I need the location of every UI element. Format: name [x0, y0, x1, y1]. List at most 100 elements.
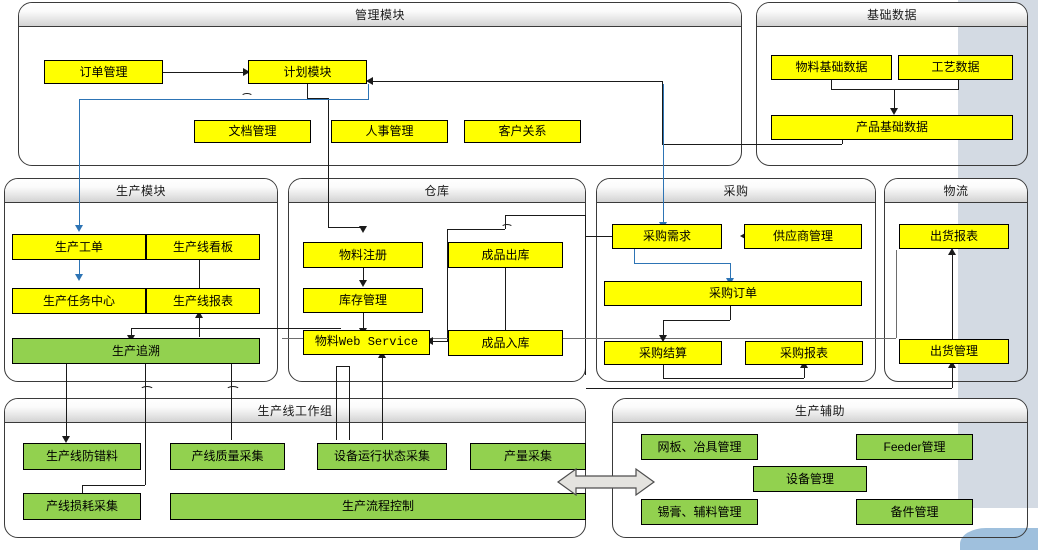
- node-label: 供应商管理: [772, 229, 833, 244]
- node-label: 产量采集: [503, 449, 552, 464]
- node-production-work-order[interactable]: 生产工单: [12, 234, 146, 260]
- node-label: 客户关系: [498, 124, 547, 139]
- connector-demand-to-order-h: [634, 263, 730, 264]
- node-line-quality-collection[interactable]: 产线质量采集: [170, 443, 285, 470]
- node-label: Feeder管理: [883, 439, 946, 454]
- node-material-basic-data[interactable]: 物料基础数据: [771, 55, 892, 80]
- connector-order-to-settle-h: [663, 320, 730, 321]
- node-line-anti-mistake-material[interactable]: 生产线防错料: [23, 443, 141, 470]
- node-purchase-report[interactable]: 采购报表: [745, 341, 863, 365]
- routing-line-gray-1: [282, 338, 896, 339]
- connector-equip-up-v2: [349, 366, 350, 440]
- connector-plan-down: [307, 84, 308, 98]
- node-label: 出货报表: [929, 229, 978, 244]
- connector-plan-to-warehouse-v: [328, 98, 329, 227]
- connector-basic-to-plan-h: [662, 144, 842, 145]
- node-line-loss-collection[interactable]: 产线损耗采集: [23, 493, 141, 520]
- connector-demand-to-order-v: [730, 263, 731, 280]
- connector-material-basic-down: [831, 80, 832, 89]
- node-production-process-control[interactable]: 生产流程控制: [170, 493, 586, 520]
- panel-purchasing-title: 采购: [597, 179, 875, 203]
- arrowhead-register-to-stock: [359, 280, 367, 287]
- node-label: 出货管理: [929, 344, 978, 359]
- panel-management-title: 管理模块: [19, 3, 741, 27]
- connector-equip-up-h: [336, 366, 349, 367]
- node-production-line-report[interactable]: 生产线报表: [146, 288, 260, 314]
- node-label: 采购需求: [642, 229, 691, 244]
- connector-to-antimistake-v: [66, 353, 67, 438]
- connector-plan-blue-h: [79, 99, 369, 100]
- node-solder-paste-auxiliary-management[interactable]: 锡膏、辅料管理: [641, 499, 758, 525]
- node-hr-management[interactable]: 人事管理: [331, 120, 448, 143]
- node-production-task-center[interactable]: 生产任务中心: [12, 288, 146, 314]
- node-product-basic-data[interactable]: 产品基础数据: [771, 115, 1013, 140]
- node-label: 物料基础数据: [795, 60, 868, 75]
- node-output-collection[interactable]: 产量采集: [470, 443, 586, 470]
- connector-antimistake-to-loss-h: [82, 485, 145, 486]
- node-supplier-management[interactable]: 供应商管理: [744, 224, 862, 249]
- node-material-registration[interactable]: 物料注册: [303, 242, 423, 268]
- node-customer-relationship[interactable]: 客户关系: [464, 120, 581, 143]
- connector-demand-down: [634, 249, 635, 263]
- connector-register-to-stock: [363, 256, 364, 282]
- connector-fgoutbound-in-v: [447, 229, 448, 341]
- connector-equip-up-v: [336, 366, 337, 440]
- node-plan-module[interactable]: 计划模块: [248, 60, 367, 84]
- panel-prod-support-title: 生产辅助: [613, 399, 1027, 423]
- node-equipment-status-collection[interactable]: 设备运行状态采集: [317, 443, 447, 470]
- connector-fgoutbound-in-h: [447, 229, 505, 230]
- node-label: 设备管理: [785, 471, 834, 486]
- connector-fgoutbound-loop-v1: [505, 215, 506, 229]
- connector-order-to-plan: [163, 72, 245, 73]
- node-shipping-report[interactable]: 出货报表: [899, 224, 1009, 249]
- node-document-management[interactable]: 文档管理: [194, 120, 311, 143]
- arrowhead-trace-to-linereport: [195, 311, 203, 318]
- arrowhead-basic-to-product: [890, 108, 898, 115]
- node-process-data[interactable]: 工艺数据: [898, 55, 1013, 80]
- node-finished-goods-outbound[interactable]: 成品出库: [448, 242, 563, 268]
- line-hop-1: [241, 93, 253, 100]
- node-label: 采购报表: [779, 345, 828, 360]
- node-spare-parts-management[interactable]: 备件管理: [856, 499, 973, 525]
- node-purchase-demand[interactable]: 采购需求: [612, 224, 722, 249]
- node-shipping-management[interactable]: 出货管理: [899, 339, 1009, 364]
- node-label: 生产任务中心: [42, 293, 115, 308]
- connector-trace-to-linereport: [199, 313, 200, 337]
- connector-into-trace-v: [131, 328, 132, 337]
- node-equipment-management[interactable]: 设备管理: [753, 466, 867, 492]
- node-purchase-order[interactable]: 采购订单: [604, 281, 862, 306]
- arrowhead-supplier-to-demand: [740, 232, 747, 240]
- panel-warehouse-title: 仓库: [289, 179, 585, 203]
- node-material-web-service[interactable]: 物料Web Service: [303, 330, 430, 355]
- arrowhead-return-to-plan: [366, 77, 373, 85]
- node-label: 成品出库: [481, 247, 530, 262]
- background-band-right: [958, 0, 1038, 508]
- connector-into-shipmgmt-v: [952, 363, 953, 388]
- node-label: 计划模块: [283, 64, 332, 79]
- node-purchase-settlement[interactable]: 采购结算: [604, 341, 722, 365]
- double-headed-arrow-icon: [556, 467, 656, 497]
- connector-plan-right: [307, 98, 328, 99]
- connector-linereport-to-board: [199, 252, 200, 288]
- node-order-management[interactable]: 订单管理: [44, 60, 163, 84]
- arrowhead-into-shipmgmt: [948, 361, 956, 368]
- node-production-traceability[interactable]: 生产追溯: [12, 338, 260, 364]
- node-feeder-management[interactable]: Feeder管理: [856, 434, 973, 460]
- connector-settle-to-report-h: [663, 378, 804, 379]
- node-stock-management[interactable]: 库存管理: [303, 288, 423, 313]
- node-label: 采购订单: [708, 286, 757, 301]
- node-label: 生产线防错料: [45, 449, 118, 464]
- arrowhead-plan-to-workorder: [75, 225, 83, 232]
- node-stencil-jig-management[interactable]: 网板、冶具管理: [641, 434, 758, 460]
- node-production-line-board[interactable]: 生产线看板: [146, 234, 260, 260]
- connector-plan-to-purchase-v: [663, 84, 664, 224]
- connector-output-up-v: [382, 353, 383, 440]
- connector-fgoutbound-loop-h: [505, 215, 585, 216]
- node-label: 锡膏、辅料管理: [657, 504, 742, 519]
- node-label: 生产线报表: [172, 293, 233, 308]
- connector-settle-down: [663, 363, 664, 378]
- node-finished-goods-inbound[interactable]: 成品入库: [448, 330, 563, 356]
- arrowhead-shipmgmt-to-report: [948, 248, 956, 255]
- connector-plan-to-workorder-v: [79, 99, 80, 228]
